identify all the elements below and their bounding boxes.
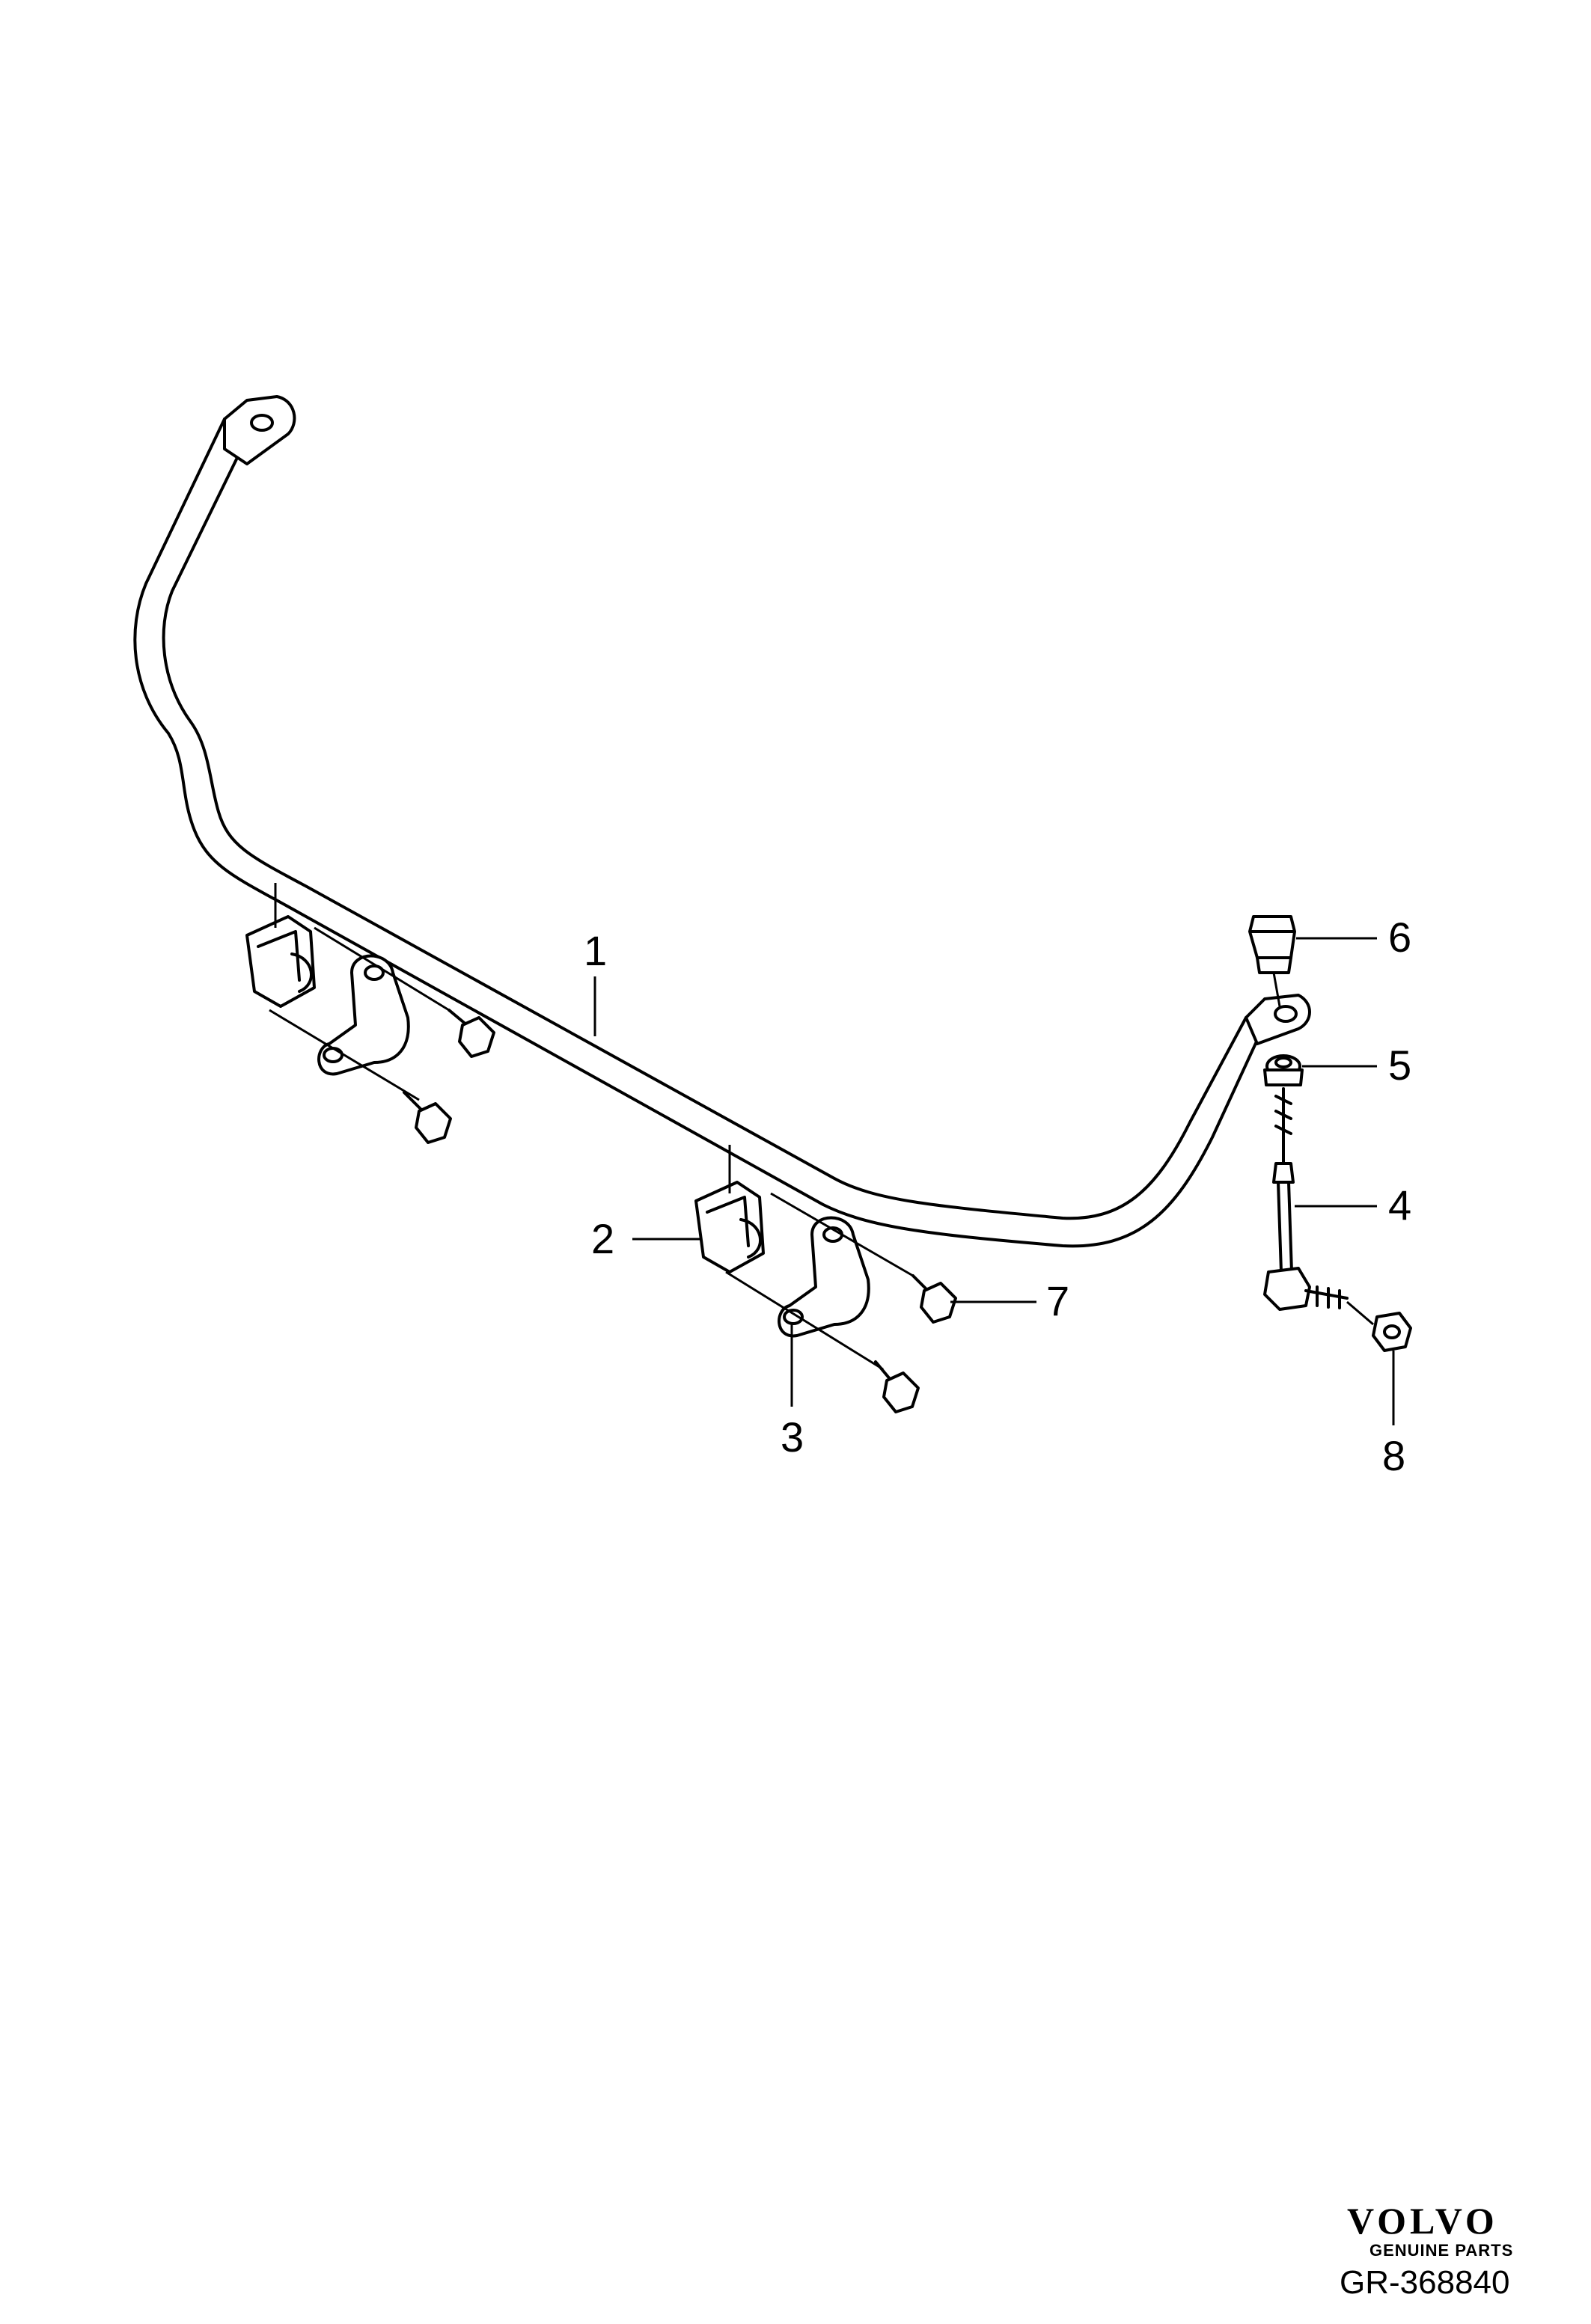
link-nut-top-axis <box>1272 972 1281 1007</box>
left-bolt-upper[interactable] <box>448 1009 495 1058</box>
left-bolt-lower[interactable] <box>403 1091 452 1144</box>
callout-1: 1 <box>584 927 607 974</box>
callout-6: 6 <box>1388 914 1411 961</box>
link-nut-bottom[interactable] <box>1372 1312 1412 1352</box>
right-bushing[interactable] <box>694 1181 765 1273</box>
right-bracket-leader-bottom <box>725 1270 884 1371</box>
callout-2: 2 <box>591 1215 614 1262</box>
left-bracket-leader-top <box>314 926 450 1012</box>
stabilizer-bar[interactable] <box>133 395 1311 1248</box>
callout-8: 8 <box>1382 1432 1405 1479</box>
reference-code: GR-368840 <box>1340 2264 1509 2301</box>
callout-5: 5 <box>1388 1042 1411 1089</box>
callout-7: 7 <box>1046 1277 1069 1324</box>
stabilizer-link[interactable] <box>1263 1087 1349 1311</box>
link-washer[interactable] <box>1263 1054 1304 1086</box>
callout-4: 4 <box>1388 1181 1411 1229</box>
left-bracket[interactable] <box>317 954 410 1076</box>
right-bracket-leader-top <box>770 1192 914 1277</box>
left-bushing[interactable] <box>245 915 316 1008</box>
callout-3: 3 <box>781 1413 804 1461</box>
left-bracket-leader-bottom <box>269 1009 420 1101</box>
link-nut-top[interactable] <box>1248 915 1296 974</box>
right-bracket[interactable] <box>778 1216 870 1338</box>
volvo-logo: VOLVO <box>1347 2200 1498 2242</box>
genuine-parts-tagline: GENUINE PARTS <box>1369 2241 1513 2260</box>
right-bolt-upper[interactable] <box>911 1274 957 1324</box>
right-bolt-lower[interactable] <box>874 1360 920 1413</box>
link-nut-bottom-axis <box>1346 1300 1374 1326</box>
